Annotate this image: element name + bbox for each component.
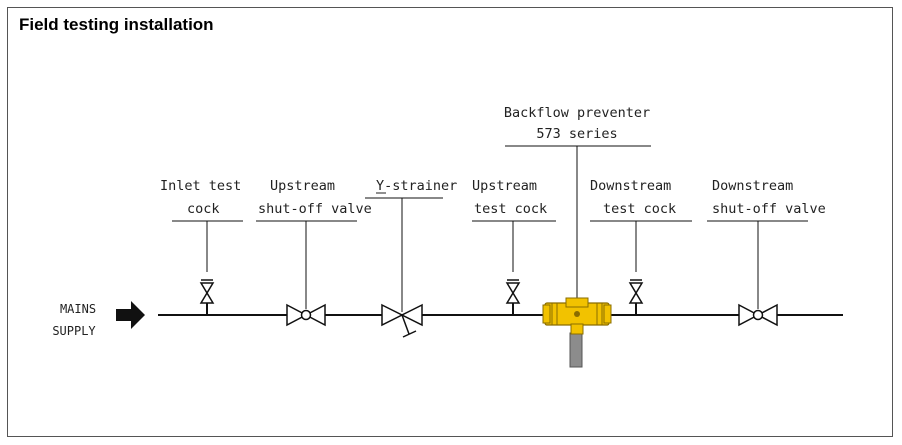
upstream-test-cock-label-2: test cock <box>474 201 547 217</box>
inlet-test-cock-label-2: cock <box>187 201 220 217</box>
diagram-frame <box>7 7 893 437</box>
upstream-shutoff-label-1: Upstream <box>270 178 335 194</box>
upstream-shutoff-label-2: shut-off valve <box>258 201 372 217</box>
supply-label: SUPPLY <box>52 324 96 338</box>
diagram-title: Field testing installation <box>19 15 214 34</box>
downstream-test-cock-label-1: Downstream <box>590 178 671 194</box>
upstream-test-cock-label-1: Upstream <box>472 178 537 194</box>
inlet-test-cock-icon <box>199 279 215 315</box>
upstream-shutoff-valve-icon <box>286 303 326 327</box>
upstream-test-cock-icon <box>505 279 521 315</box>
downstream-shutoff-label-2: shut-off valve <box>712 201 826 217</box>
y-strainer-icon <box>381 303 423 338</box>
downstream-test-cock-label-2: test cock <box>603 201 676 217</box>
y-strainer-label: Y-strainer <box>376 178 457 194</box>
inlet-test-cock-label-1: Inlet test <box>160 178 241 194</box>
mains-label: MAINS <box>60 302 96 316</box>
backflow-preventer-label-1: Backflow preventer <box>504 105 650 121</box>
backflow-preventer-label-2: 573 series <box>536 126 617 142</box>
downstream-test-cock-icon <box>628 279 644 315</box>
downstream-shutoff-label-1: Downstream <box>712 178 793 194</box>
flow-arrow-icon <box>116 301 145 329</box>
downstream-shutoff-valve-icon <box>738 303 778 327</box>
backflow-preventer-icon <box>542 297 612 368</box>
